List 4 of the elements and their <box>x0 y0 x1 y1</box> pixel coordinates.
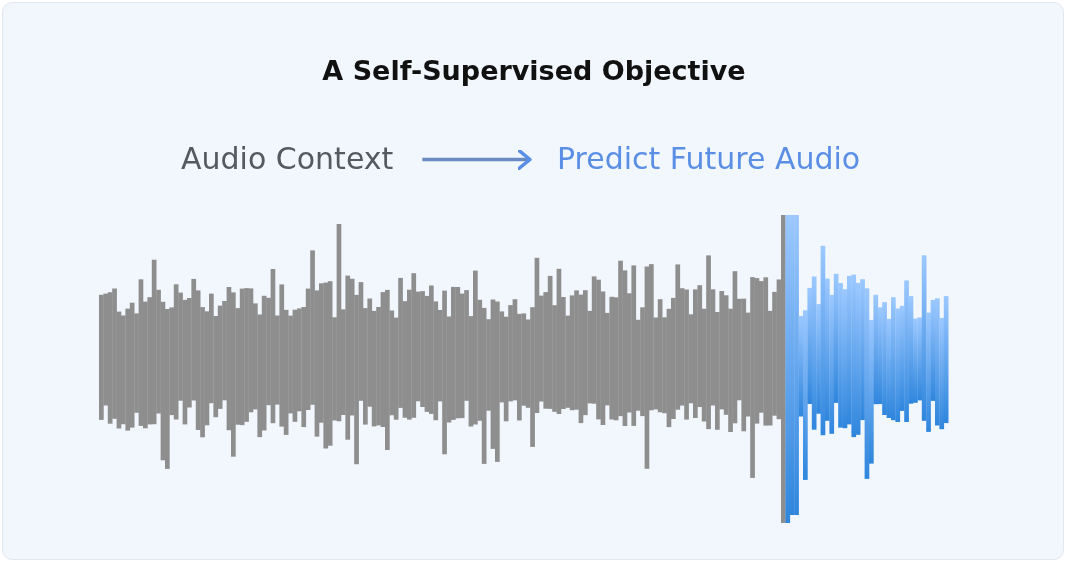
text-label: Audio Context <box>181 141 394 176</box>
text-label: Predict Future Audio <box>557 141 861 176</box>
arrow <box>422 148 532 171</box>
diagram-title: A Self-Supervised Objective <box>321 55 747 86</box>
